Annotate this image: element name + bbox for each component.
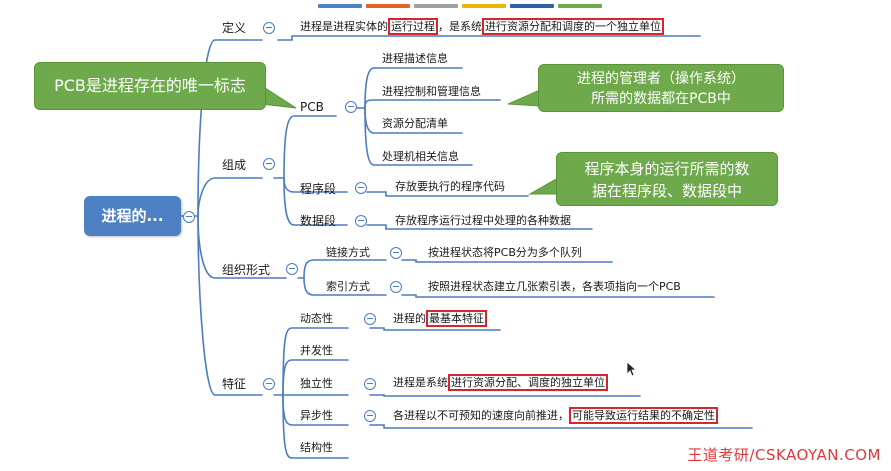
callout-program-line1: 程序本身的运行所需的数 — [584, 160, 750, 178]
callout-program-data: 程序本身的运行所需的数 据在程序段、数据段中 — [556, 152, 778, 206]
link-collapse-icon[interactable] — [390, 247, 402, 259]
callout-manager-line2: 所需的数据都在PCB中 — [591, 91, 731, 107]
link-mode-label[interactable]: 链接方式 — [326, 246, 370, 259]
program-collapse-icon[interactable] — [355, 182, 367, 194]
composition-label[interactable]: 组成 — [222, 158, 247, 172]
data-segment-label[interactable]: 数据段 — [300, 214, 337, 228]
feature-async-desc[interactable]: 各进程以不可预知的速度向前推进，可能导致运行结果的不确定性 — [393, 407, 718, 424]
definition-highlight-1: 运行过程 — [388, 18, 438, 35]
pcb-label[interactable]: PCB — [300, 100, 324, 114]
async-collapse-icon[interactable] — [364, 410, 376, 422]
feature-concurrent-label[interactable]: 并发性 — [300, 344, 333, 357]
independent-desc-before: 进程是系统 — [393, 376, 448, 389]
watermark: 王道考研/CSKAOYAN.COM — [687, 446, 881, 464]
root-node[interactable]: 进程的... — [84, 196, 181, 236]
index-mode-label[interactable]: 索引方式 — [326, 280, 370, 293]
definition-label[interactable]: 定义 — [222, 21, 247, 35]
independent-collapse-icon[interactable] — [364, 378, 376, 390]
pcb-item-description[interactable]: 进程描述信息 — [382, 52, 448, 65]
feature-independent-desc[interactable]: 进程是系统进行资源分配、调度的独立单位 — [393, 374, 608, 391]
feature-dynamic-desc[interactable]: 进程的最基本特征 — [393, 310, 487, 327]
feature-independent-label[interactable]: 独立性 — [300, 377, 333, 390]
pcb-collapse-icon[interactable] — [345, 101, 357, 113]
index-mode-desc[interactable]: 按照进程状态建立几张索引表，各表项指向一个PCB — [428, 280, 681, 293]
features-label[interactable]: 特征 — [222, 377, 247, 391]
color-strip-gray — [414, 4, 458, 8]
callout-pcb-unique: PCB是进程存在的唯一标志 — [34, 62, 266, 110]
root-collapse-icon[interactable] — [183, 211, 195, 223]
link-mode-desc[interactable]: 按进程状态将PCB分为多个队列 — [428, 246, 582, 259]
callout-manager-line1: 进程的管理者（操作系统） — [577, 71, 745, 87]
color-strip-blue — [318, 4, 362, 8]
data-collapse-icon[interactable] — [355, 215, 367, 227]
definition-highlight-2: 进行资源分配和调度的一个独立单位 — [482, 18, 664, 35]
pcb-item-control[interactable]: 进程控制和管理信息 — [382, 85, 481, 98]
features-collapse-icon[interactable] — [263, 378, 275, 390]
dynamic-desc-before: 进程的 — [393, 312, 426, 325]
pcb-item-resource[interactable]: 资源分配清单 — [382, 117, 448, 130]
mouse-cursor-icon — [626, 361, 638, 377]
color-strip-yellow — [462, 4, 506, 8]
index-collapse-icon[interactable] — [390, 281, 402, 293]
feature-dynamic-label[interactable]: 动态性 — [300, 312, 333, 325]
feature-structure-label[interactable]: 结构性 — [300, 441, 333, 454]
async-desc-highlight: 可能导致运行结果的不确定性 — [569, 407, 718, 424]
callout-program-line2: 据在程序段、数据段中 — [591, 182, 742, 200]
color-strip-orange — [366, 4, 410, 8]
organization-label[interactable]: 组织形式 — [222, 263, 271, 277]
organization-collapse-icon[interactable] — [286, 263, 298, 275]
callout-manager: 进程的管理者（操作系统） 所需的数据都在PCB中 — [538, 64, 784, 112]
definition-text-before: 进程是进程实体的 — [300, 20, 388, 33]
definition-text-mid: ，是系统 — [438, 20, 482, 33]
composition-collapse-icon[interactable] — [263, 158, 275, 170]
color-strip-green — [558, 4, 602, 8]
definition-collapse-icon[interactable] — [263, 22, 275, 34]
program-segment-desc[interactable]: 存放要执行的程序代码 — [395, 180, 505, 193]
color-strip-navy — [510, 4, 554, 8]
async-desc-before: 各进程以不可预知的速度向前推进， — [393, 409, 569, 422]
program-segment-label[interactable]: 程序段 — [300, 182, 337, 196]
definition-text: 进程是进程实体的运行过程，是系统进行资源分配和调度的一个独立单位 — [300, 18, 664, 35]
feature-async-label[interactable]: 异步性 — [300, 409, 333, 422]
independent-desc-highlight: 进行资源分配、调度的独立单位 — [448, 374, 608, 391]
dynamic-collapse-icon[interactable] — [364, 313, 376, 325]
pcb-item-processor[interactable]: 处理机相关信息 — [382, 150, 459, 163]
data-segment-desc[interactable]: 存放程序运行过程中处理的各种数据 — [395, 214, 571, 227]
dynamic-desc-highlight: 最基本特征 — [426, 310, 487, 327]
